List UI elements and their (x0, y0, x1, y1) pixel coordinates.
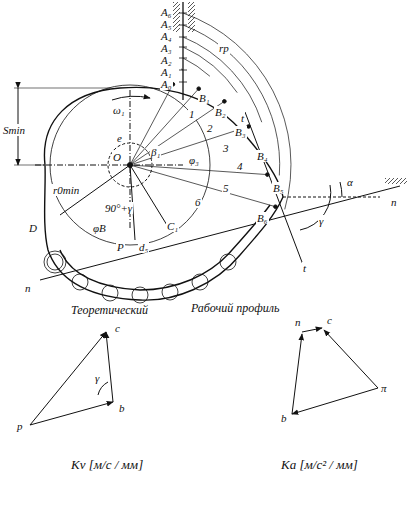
point-label: A₄ (160, 30, 173, 42)
ray-line (130, 165, 267, 175)
roller-circle (192, 274, 208, 290)
guide-hatch (173, 2, 180, 32)
roller-circle (162, 284, 178, 300)
point-label: n (390, 196, 398, 208)
ray-line (130, 101, 224, 165)
guide-hatch (385, 178, 407, 184)
point-label: t (302, 262, 307, 274)
center-line (35, 165, 183, 166)
point-label: A₀ (160, 78, 173, 90)
angle-arc (340, 182, 342, 197)
point-label: B₂ (214, 106, 227, 118)
point-label: 2 (206, 122, 214, 134)
point-label: C₁ (166, 220, 179, 232)
follower-axis (182, 2, 183, 100)
rotation-arrow (112, 96, 150, 100)
point-label: n (24, 282, 32, 294)
theoretical-profile (44, 87, 283, 300)
point-label: B₁ (198, 92, 211, 104)
roller-circle (47, 254, 63, 270)
scale-label: Ka [м/с² / мм] (280, 458, 359, 472)
roller-circle (44, 251, 66, 273)
point-label: rp (218, 42, 230, 54)
point-label: A₅ (160, 18, 173, 30)
normal-line (40, 186, 400, 280)
tangent-line (245, 112, 305, 270)
point-label: p (16, 420, 24, 432)
point-label: β₁ (150, 146, 161, 158)
point-label: 4 (236, 160, 244, 172)
point-label: b (280, 412, 288, 424)
roller-circle (72, 274, 88, 290)
point-label: φ₃ (188, 154, 200, 166)
point-label: 5 (222, 182, 230, 194)
point-label: B₃ (234, 126, 247, 138)
profile-point (197, 87, 201, 91)
point-label: t (240, 112, 245, 124)
point-label: α (346, 176, 354, 188)
guide-hatch (188, 2, 195, 32)
point-label: c (326, 314, 333, 326)
point-label: B₆ (256, 212, 269, 224)
point-label: 90°+γ (104, 202, 133, 214)
roller-circle (220, 254, 236, 270)
profile-point (223, 100, 227, 104)
profile-label: Теоретический (70, 304, 149, 317)
point-label: 3 (222, 142, 230, 154)
point-label: A₁ (160, 66, 173, 78)
point-label: D (28, 222, 38, 234)
direction-line (283, 197, 380, 198)
point-label: 6 (194, 196, 202, 208)
dimension-label: r0min (52, 184, 80, 196)
transfer-arc (183, 37, 262, 122)
profile-label: Рабочий профиль (190, 302, 280, 315)
point-label: n (294, 316, 302, 328)
acceleration-polygon (292, 328, 378, 414)
point-label: γ (94, 372, 100, 384)
point-label: 1 (188, 108, 196, 120)
point-label: π (380, 382, 388, 394)
angle-arc (300, 185, 331, 230)
point-label: e (116, 132, 123, 144)
point-label: B₅ (272, 182, 285, 194)
point-label: A₂ (160, 54, 173, 66)
transfer-arc (183, 58, 210, 76)
point-label: O (112, 151, 122, 163)
point-label: γ (318, 215, 324, 227)
point-label: A₃ (160, 42, 173, 54)
point-label: c (114, 322, 121, 334)
extension-line (14, 88, 110, 89)
point-label: P (116, 241, 125, 253)
transfer-arc (183, 13, 291, 209)
velocity-polygon (30, 332, 113, 425)
point-label: d₅ (138, 241, 149, 253)
radius-line (130, 165, 170, 230)
dimension-label: Smin (2, 124, 26, 136)
roller-circle (102, 285, 118, 301)
point-label: φB (92, 222, 107, 234)
transfer-arc (183, 25, 280, 175)
extension-line (14, 165, 45, 166)
point-label: A₆ (160, 6, 173, 18)
scale-label: Kv [м/с / мм] (70, 458, 144, 472)
point-label: ω₁ (112, 104, 126, 116)
point-label: B₄ (256, 150, 269, 162)
roller-circle (132, 287, 148, 303)
point-label: b (118, 402, 126, 414)
